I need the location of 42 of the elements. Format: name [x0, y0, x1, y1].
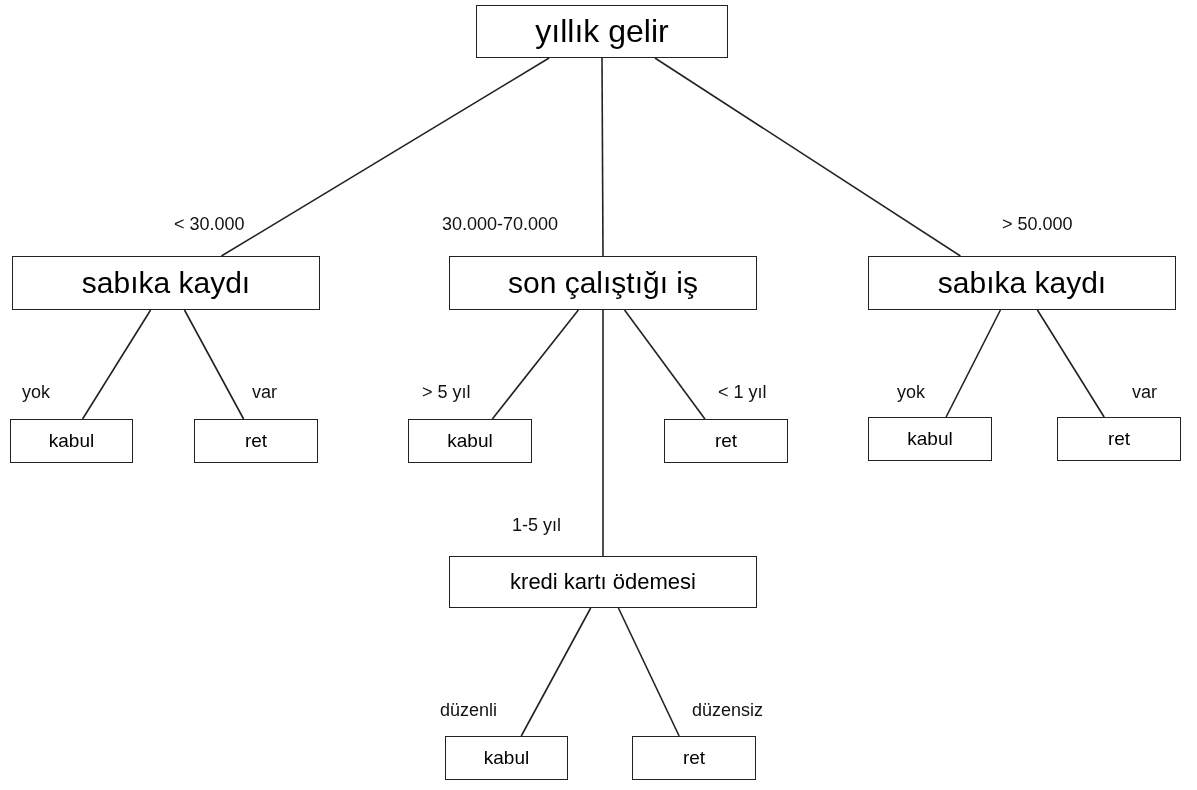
node-text: yıllık gelir	[535, 13, 669, 50]
connector-line	[520, 607, 592, 737]
decision-box	[632, 736, 756, 780]
node-text: sabıka kaydı	[937, 266, 1107, 300]
connector-line	[491, 309, 580, 420]
node-text: sabıka kaydı	[81, 266, 251, 300]
connector-line	[220, 57, 550, 257]
decision-box	[408, 419, 532, 463]
node-text: kabul	[907, 428, 953, 450]
connector-line	[601, 57, 604, 257]
decision-box	[476, 5, 728, 58]
connector-line	[81, 309, 152, 420]
connector-line	[183, 309, 245, 420]
decision-box	[664, 419, 788, 463]
decision-box	[449, 556, 757, 608]
edge-label: > 5 yıl	[420, 382, 473, 403]
node-text: kabul	[48, 430, 95, 452]
decision-box	[1057, 417, 1181, 461]
connector-line	[654, 57, 962, 257]
node-text: kredi kartı ödemesi	[510, 569, 696, 595]
connector-line	[602, 309, 604, 557]
edge-label: yok	[895, 382, 927, 403]
node-text: ret	[244, 430, 268, 452]
connector-line	[623, 309, 706, 420]
decision-box	[445, 736, 568, 780]
node-text: ret	[1107, 428, 1131, 450]
node-text: kabul	[447, 430, 493, 452]
connector-line	[617, 607, 680, 737]
edge-label: < 1 yıl	[716, 382, 769, 403]
decision-box	[194, 419, 318, 463]
node-text: kabul	[483, 747, 530, 769]
decision-box	[10, 419, 133, 463]
connector-line	[1036, 309, 1105, 418]
connector-line	[945, 309, 1002, 418]
node-text: son çalıştığı iş	[507, 266, 699, 300]
edge-label: yok	[20, 382, 52, 403]
decision-box	[12, 256, 320, 310]
node-text: ret	[714, 430, 738, 452]
decision-box	[868, 417, 992, 461]
decision-box	[868, 256, 1176, 310]
node-text: ret	[682, 747, 706, 769]
decision-box	[449, 256, 757, 310]
